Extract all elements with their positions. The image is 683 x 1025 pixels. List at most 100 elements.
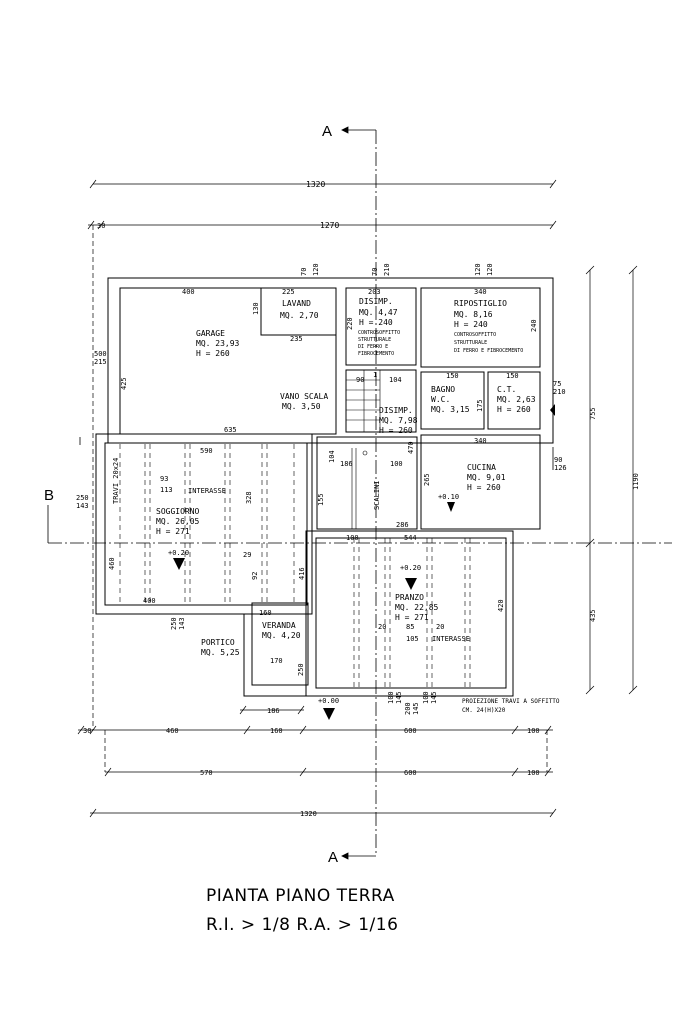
label-rooms-lavand-name: LAVAND xyxy=(282,299,311,308)
label-rooms-bagno-sub: W.C. xyxy=(431,395,450,404)
label-rooms-disimp1-note4: FIBROCEMENTO xyxy=(358,351,394,357)
label-rooms-lavand-win-1: 120 xyxy=(312,263,320,276)
label-rooms-pranzo-d416: 416 xyxy=(298,567,306,580)
label-rooms-pranzo-interasse: INTERASSE xyxy=(432,635,470,643)
label-rooms-disimp1-area: MQ. 4,47 xyxy=(359,308,398,317)
room-vano-scala: VANO SCALA MQ. 3,50 90 104 1 xyxy=(280,371,402,411)
label-rooms-scalini-d100: 100 xyxy=(390,460,403,468)
label-rooms-garage-bottom: 635 xyxy=(224,426,237,434)
label-rooms-disimp2-h: 470 xyxy=(407,441,415,454)
room-disimp-upper: DISIMP. MQ. 4,47 H = 240 CONTROSOFFITTO … xyxy=(346,263,400,357)
window-openings xyxy=(79,277,554,697)
label-rooms-garage-area: MQ. 23,93 xyxy=(196,339,240,348)
label-rooms-veranda-d92: 92 xyxy=(251,572,259,580)
staircase xyxy=(346,370,381,529)
dim-veranda-width: 186 xyxy=(267,707,280,715)
label-rooms-disimp1-note2: STRUTTURALE xyxy=(358,337,391,343)
label-rooms-cucina-height: H = 260 xyxy=(467,483,501,492)
label-rooms-disimp1-h: 220 xyxy=(346,317,354,330)
label-rooms-disimp1-note3: DI FERRO E xyxy=(358,344,388,350)
label-rooms-cucina-level: +0.10 xyxy=(438,493,459,501)
label-rooms-ripostiglio-height: H = 240 xyxy=(454,320,488,329)
label-rooms-ripostiglio-w: 340 xyxy=(474,288,487,296)
label-rooms-vano-scala-area: MQ. 3,50 xyxy=(282,402,321,411)
label-rooms-soggiorno-d113: 113 xyxy=(160,486,173,494)
label-rooms-vano-scala-d2: 104 xyxy=(389,376,402,384)
label-rooms-ripostiglio-win-0: 120 xyxy=(474,263,482,276)
label-rooms-ct-area: MQ. 2,63 xyxy=(497,395,536,404)
label-rooms-veranda-area: MQ. 4,20 xyxy=(262,631,301,640)
label-rooms-disimp2-height: H = 260 xyxy=(379,426,413,435)
label-rooms-veranda-name: VERANDA xyxy=(262,621,296,630)
label-rooms-lavand-win-0: 70 xyxy=(300,268,308,276)
dim-bottom1-d: 100 xyxy=(527,727,540,735)
label-rooms-pranzo-bottom-win-2: 200 xyxy=(404,702,412,715)
room-ripostiglio: RIPOSTIGLIO MQ. 8,16 H = 240 CONTROSOFFI… xyxy=(454,263,538,354)
level-markers xyxy=(173,502,455,720)
label-rooms-pranzo-d100: 100 xyxy=(346,534,359,542)
label-rooms-soggiorno-win-1: 143 xyxy=(178,617,186,630)
label-rooms-disimp2-name: DISIMP. xyxy=(379,406,413,415)
label-rooms-lavand-bottom: 235 xyxy=(290,335,303,343)
dim-left-500: 500 xyxy=(94,350,107,358)
dim-left-offset: 30 xyxy=(97,222,105,230)
room-portico: PORTICO MQ. 5,25 xyxy=(201,638,240,657)
label-rooms-disimp1-win-0: 70 xyxy=(371,268,379,276)
label-rooms-cucina-h: 265 xyxy=(423,473,431,486)
label-rooms-ripostiglio-note3: DI FERRO E FIBROCEMENTO xyxy=(454,348,523,354)
label-rooms-ct-win-1: 210 xyxy=(553,388,566,396)
label-rooms-soggiorno-d93: 93 xyxy=(160,475,168,483)
label-rooms-disimp1-w: 203 xyxy=(368,288,381,296)
label-rooms-vano-scala-name: VANO SCALA xyxy=(280,392,328,401)
dim-left-250: 250 xyxy=(76,494,89,502)
label-rooms-cucina-area: MQ. 9,01 xyxy=(467,473,506,482)
label-rooms-pranzo-height: H = 271 xyxy=(395,613,429,622)
section-line-a xyxy=(341,126,377,860)
label-rooms-soggiorno-interasse: INTERASSE xyxy=(188,487,226,495)
label-rooms-soggiorno-height: H = 271 xyxy=(156,527,190,536)
section-a-bottom-label: A xyxy=(328,849,338,866)
label-rooms-pranzo-w: 544 xyxy=(404,534,417,542)
room-ct: C.T. MQ. 2,63 H = 260 150 75 210 xyxy=(497,372,566,414)
room-garage: GARAGE MQ. 23,93 H = 260 400 425 635 xyxy=(120,288,240,434)
label-rooms-pranzo-d20a: 20 xyxy=(378,623,386,631)
label-rooms-vano-scala-d1: 90 xyxy=(356,376,364,384)
label-rooms-vano-scala-d3: 1 xyxy=(373,371,377,379)
label-rooms-cucina-name: CUCINA xyxy=(467,463,496,472)
label-rooms-cucina-w: 340 xyxy=(474,437,487,445)
label-rooms-cucina-win-0: 90 xyxy=(554,456,562,464)
dim-bottom2-c: 100 xyxy=(527,769,540,777)
label-rooms-pranzo-d85: 85 xyxy=(406,623,414,631)
dim-bottom2-b: 600 xyxy=(404,769,417,777)
ct-door-icon xyxy=(550,404,555,416)
label-rooms-scalini-d104: 104 xyxy=(328,450,336,463)
label-rooms-scalini-name: SCALINI xyxy=(373,480,381,510)
label-rooms-garage-w: 400 xyxy=(182,288,195,296)
label-rooms-veranda-bottom: 170 xyxy=(270,657,283,665)
dim-bottom2-a: 570 xyxy=(200,769,213,777)
label-rooms-cucina-bottom: 286 xyxy=(396,521,409,529)
label-rooms-ripostiglio-note2: STRUTTURALE xyxy=(454,340,487,346)
label-rooms-pranzo-d105: 105 xyxy=(406,635,419,643)
label-rooms-disimp1-note1: CONTROSOFFITTO xyxy=(358,330,400,336)
label-rooms-pranzo-d20b: 20 xyxy=(436,623,444,631)
dim-right-upper: 755 xyxy=(589,407,597,420)
label-rooms-soggiorno-name: SOGGIORNO xyxy=(156,507,200,516)
dim-bottom1-left: 30 xyxy=(83,727,91,735)
room-veranda: VERANDA MQ. 4,20 160 250 170 29 92 xyxy=(243,551,305,676)
label-rooms-portico-area: MQ. 5,25 xyxy=(201,648,240,657)
label-rooms-ct-win-0: 75 xyxy=(553,380,561,388)
label-rooms-soggiorno-beams: TRAVI 20x24 xyxy=(112,458,120,504)
label-rooms-ct-height: H = 260 xyxy=(497,405,531,414)
room-cucina: CUCINA MQ. 9,01 H = 260 340 265 286 90 1… xyxy=(396,437,567,529)
dim-bottom1-a: 460 xyxy=(166,727,179,735)
ground-level-label: +0.00 xyxy=(318,697,339,705)
section-a-top-label: A xyxy=(322,123,332,140)
dim-bottom1-c: 600 xyxy=(404,727,417,735)
label-rooms-garage-height: H = 260 xyxy=(196,349,230,358)
label-rooms-garage-name: GARAGE xyxy=(196,329,225,338)
room-soggiorno: SOGGIORNO MQ. 26,05 H = 271 TRAVI 20x24 … xyxy=(108,447,253,630)
label-rooms-ripostiglio-note1: CONTROSOFFITTO xyxy=(454,332,496,338)
label-rooms-soggiorno-level: +0.20 xyxy=(168,549,189,557)
